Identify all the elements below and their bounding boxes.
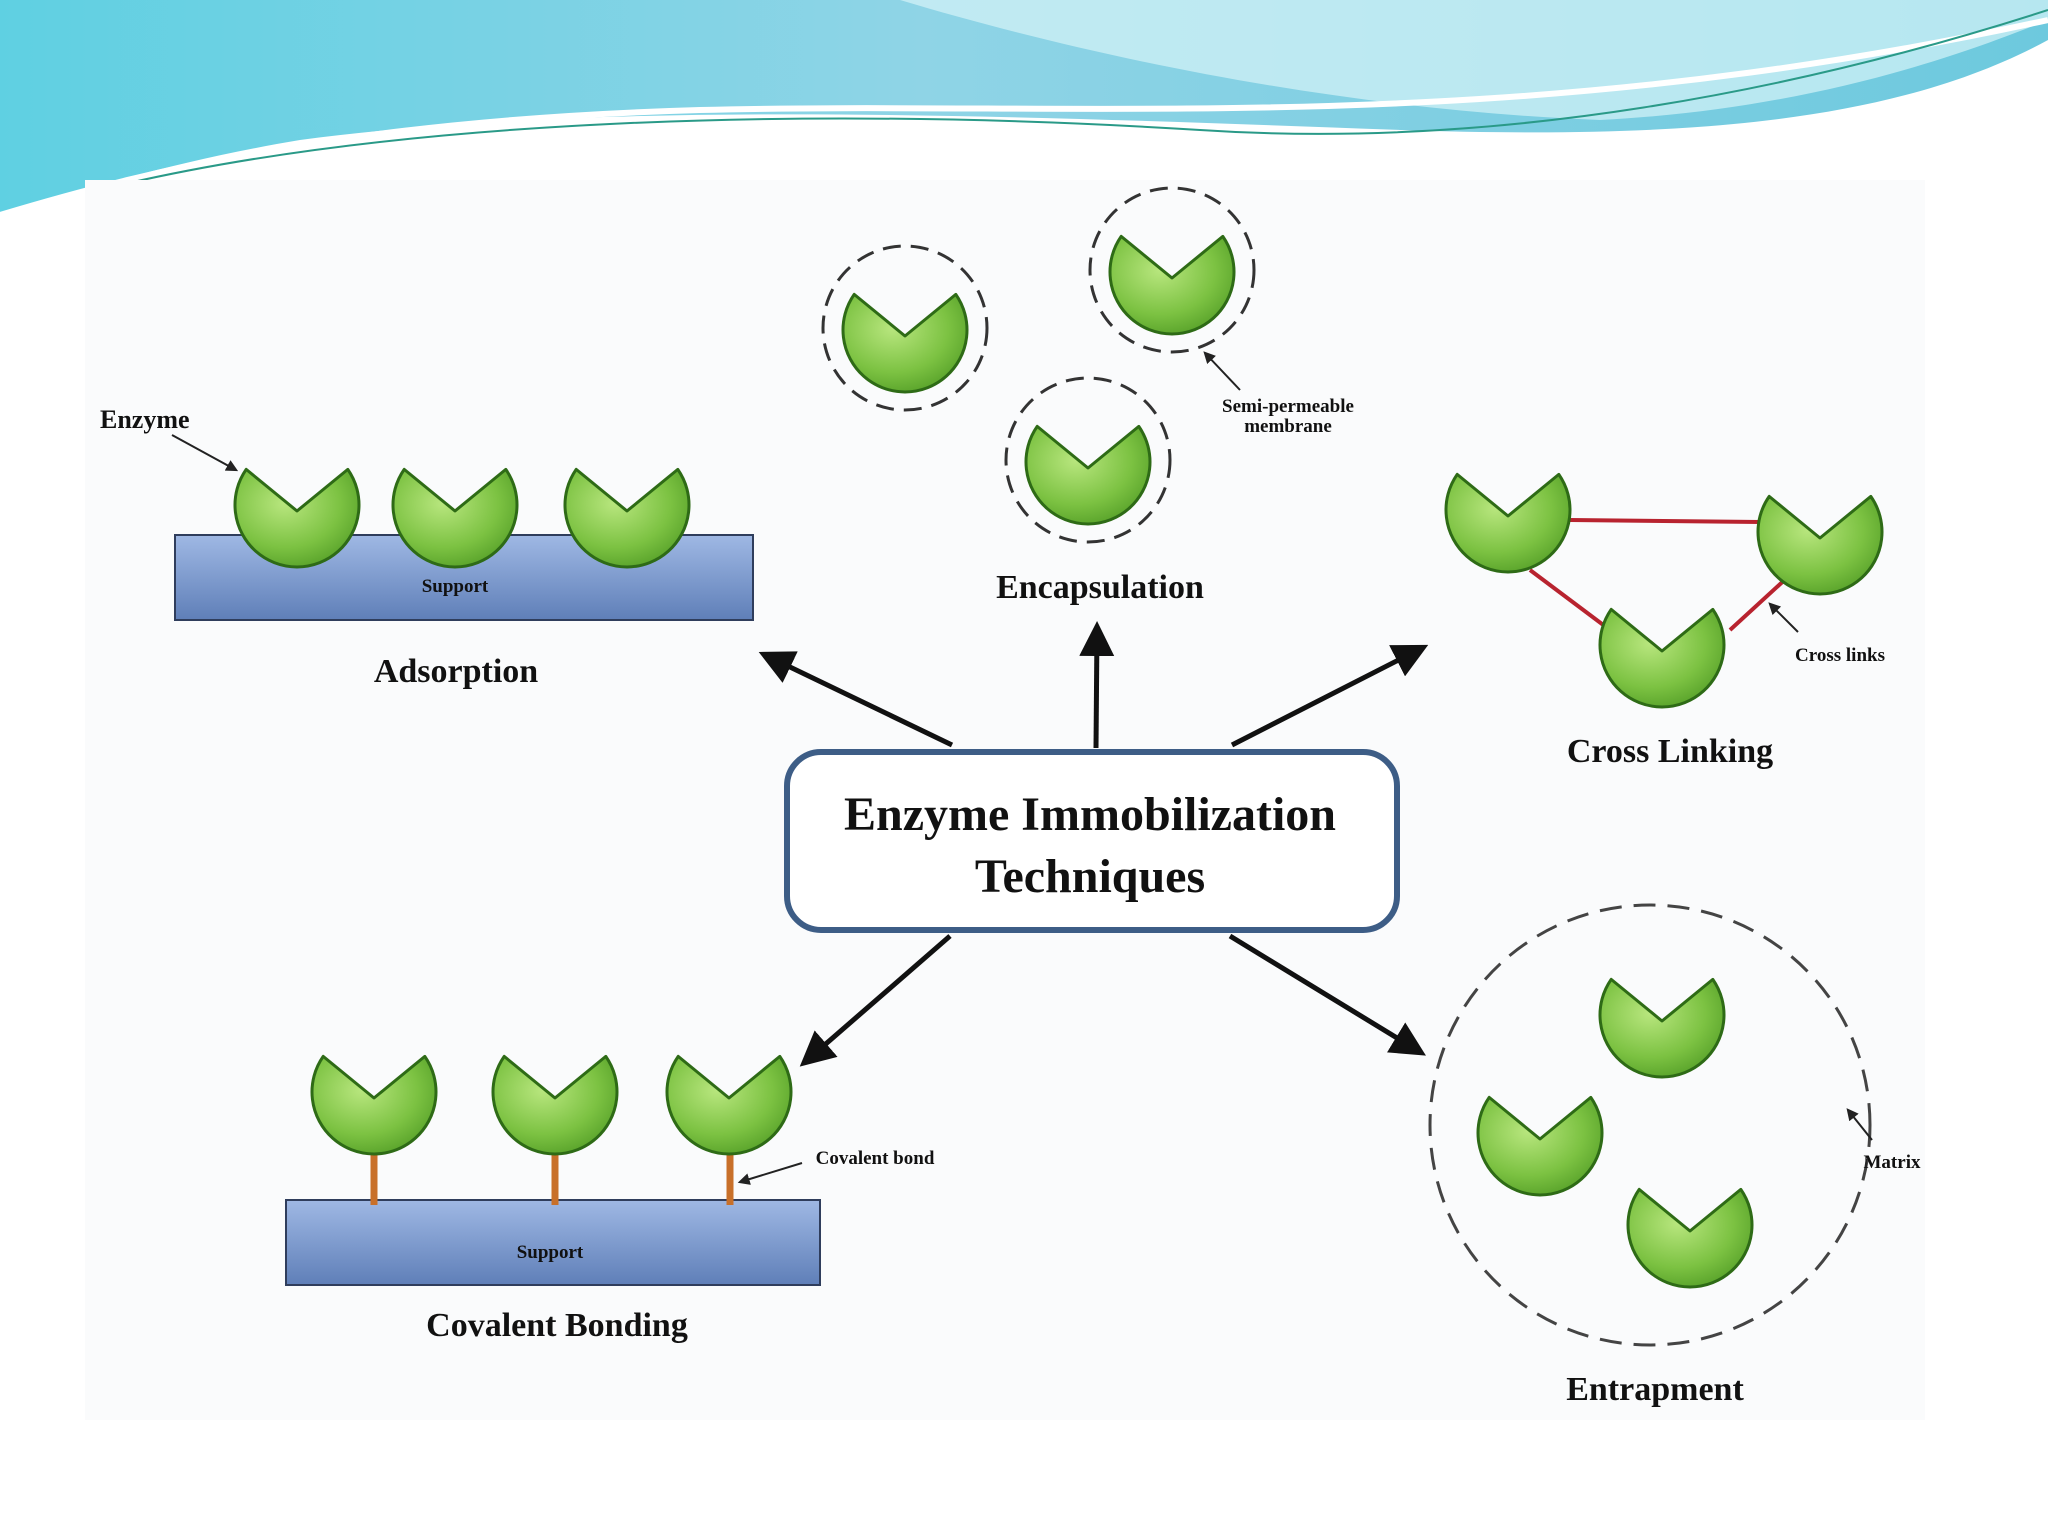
membrane-circle bbox=[1088, 186, 1256, 354]
membrane-circle bbox=[821, 244, 989, 412]
covalent-bonding-group: Support Covalent bond Covalent Bonding bbox=[285, 1054, 935, 1344]
enzyme-pointer bbox=[171, 434, 239, 472]
enzyme-icon bbox=[233, 467, 361, 569]
arrows bbox=[758, 621, 1429, 1067]
membrane-circle bbox=[1004, 376, 1172, 544]
enzyme-icon bbox=[310, 1054, 438, 1156]
cross-links-label: Cross links bbox=[1795, 645, 1885, 666]
matrix-label: Matrix bbox=[1864, 1152, 1921, 1173]
title-line1: Enzyme Immobilization bbox=[844, 788, 1336, 841]
enzyme-icon bbox=[665, 1054, 793, 1156]
header-banner bbox=[0, 0, 2048, 218]
membrane-label-line2: membrane bbox=[1244, 416, 1332, 437]
cross-link-line bbox=[1728, 573, 1792, 632]
cross-linking-group: Cross links Cross Linking bbox=[1444, 472, 1885, 770]
enzyme-body bbox=[233, 467, 361, 569]
enzyme-body bbox=[1476, 1095, 1604, 1197]
matrix-pointer bbox=[1846, 1108, 1873, 1141]
enzyme-icon bbox=[1444, 472, 1572, 574]
covalent-bond-label: Covalent bond bbox=[816, 1148, 935, 1169]
enzyme-body bbox=[391, 467, 519, 569]
enzyme-body bbox=[665, 1054, 793, 1156]
adsorption-support-label: Support bbox=[422, 576, 489, 597]
cross-link-line bbox=[1528, 568, 1612, 632]
adsorption-group: Support Enzyme Adsorption bbox=[100, 405, 754, 690]
title-line2: Techniques bbox=[975, 850, 1205, 903]
enzyme-icon bbox=[491, 1054, 619, 1156]
enzyme-body bbox=[563, 467, 691, 569]
arrow-to-entrapment bbox=[1228, 933, 1426, 1056]
enzyme-icon bbox=[1108, 234, 1236, 336]
enzyme-body bbox=[841, 292, 969, 394]
enzyme-icon bbox=[1626, 1187, 1754, 1289]
entrapment-group: Matrix Entrapment bbox=[1428, 903, 1921, 1408]
cross-links-pointer bbox=[1768, 602, 1799, 633]
adsorption-title: Adsorption bbox=[374, 653, 538, 690]
enzyme-label: Enzyme bbox=[100, 405, 190, 434]
enzyme-icon bbox=[841, 292, 969, 394]
membrane-pointer bbox=[1203, 351, 1241, 391]
covalent-bonding-title: Covalent Bonding bbox=[426, 1307, 688, 1344]
enzyme-icon bbox=[563, 467, 691, 569]
arrow-to-adsorption bbox=[758, 651, 954, 748]
matrix-circle bbox=[1428, 903, 1872, 1347]
enzyme-body bbox=[1598, 977, 1726, 1079]
enzyme-body bbox=[1756, 494, 1884, 596]
arrow-to-cross-linking bbox=[1230, 644, 1429, 748]
arrow-to-encapsulation bbox=[1079, 621, 1115, 749]
enzyme-icon bbox=[391, 467, 519, 569]
cross-linking-title: Cross Linking bbox=[1567, 733, 1773, 770]
covalent-bond-pointer bbox=[737, 1162, 803, 1185]
enzyme-body bbox=[1598, 607, 1726, 709]
enzyme-body bbox=[310, 1054, 438, 1156]
arrow-to-covalent-bonding bbox=[799, 934, 952, 1067]
enzyme-body bbox=[1444, 472, 1572, 574]
covalent-support bbox=[285, 1199, 821, 1286]
enzyme-icon bbox=[1756, 494, 1884, 596]
enzyme-body bbox=[1626, 1187, 1754, 1289]
membrane-label-line1: Semi-permeable bbox=[1222, 396, 1354, 417]
enzyme-body bbox=[1024, 424, 1152, 526]
entrapment-title: Entrapment bbox=[1566, 1371, 1744, 1408]
enzyme-body bbox=[1108, 234, 1236, 336]
enzyme-body bbox=[491, 1054, 619, 1156]
enzyme-icon bbox=[1598, 607, 1726, 709]
enzyme-icon bbox=[1024, 424, 1152, 526]
encapsulation-group: Semi-permeable membrane Encapsulation bbox=[821, 186, 1354, 606]
enzyme-icon bbox=[1476, 1095, 1604, 1197]
enzyme-icon bbox=[1598, 977, 1726, 1079]
encapsulation-title: Encapsulation bbox=[996, 569, 1204, 606]
cross-link-line bbox=[1569, 518, 1761, 524]
title-box: Enzyme Immobilization Techniques bbox=[784, 749, 1400, 933]
covalent-support-label: Support bbox=[517, 1242, 584, 1263]
